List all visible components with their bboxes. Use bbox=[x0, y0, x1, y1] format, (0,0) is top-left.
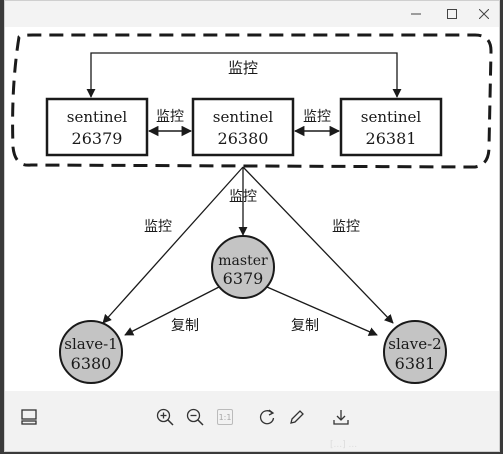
zoom-out-button[interactable] bbox=[183, 405, 207, 429]
edit-icon bbox=[290, 410, 304, 424]
monitor-arrow-slave-2 bbox=[242, 166, 394, 324]
thumbnail-icon bbox=[21, 409, 37, 425]
monitor-slave-1-label: 监控 bbox=[144, 219, 172, 235]
slave-1-node: slave-1 6380 bbox=[59, 320, 123, 384]
minimize-icon bbox=[411, 13, 421, 15]
actual-size-button: 1:1 bbox=[213, 405, 237, 429]
slave-1-name: slave-1 bbox=[64, 335, 117, 353]
sentinel-diagram: 监控 sentinel 26379 sentinel 26380 sentine… bbox=[11, 33, 493, 384]
sentinel-node-26380: sentinel 26380 bbox=[191, 97, 295, 157]
master-port: 6379 bbox=[223, 269, 264, 288]
download-button[interactable] bbox=[329, 405, 353, 429]
sentinel-node-26379: sentinel 26379 bbox=[45, 97, 149, 157]
title-bar bbox=[5, 1, 499, 27]
top-monitor-connector bbox=[86, 52, 402, 98]
image-canvas: 监控 sentinel 26379 sentinel 26380 sentine… bbox=[5, 27, 499, 391]
close-button[interactable] bbox=[467, 1, 501, 27]
image-viewer-window: 监控 sentinel 26379 sentinel 26380 sentine… bbox=[4, 0, 500, 452]
thumbnail-button[interactable] bbox=[17, 405, 41, 429]
sentinel-name: sentinel bbox=[213, 108, 274, 126]
sentinel-group-border bbox=[11, 33, 493, 169]
top-monitor-label: 监控 bbox=[228, 59, 258, 77]
slave-2-name: slave-2 bbox=[388, 335, 441, 353]
minimize-button[interactable] bbox=[399, 1, 433, 27]
replicate-left-label: 复制 bbox=[171, 317, 199, 334]
sentinel-link-right-label: 监控 bbox=[303, 109, 331, 125]
zoom-out-icon bbox=[186, 408, 204, 426]
actual-size-icon: 1:1 bbox=[217, 409, 233, 425]
sentinel-link-left-label: 监控 bbox=[156, 109, 184, 125]
sentinel-port: 26381 bbox=[366, 129, 417, 148]
zoom-in-button[interactable] bbox=[153, 405, 177, 429]
rotate-icon bbox=[259, 409, 275, 425]
slave-2-port: 6381 bbox=[395, 354, 436, 373]
replicate-right-label: 复制 bbox=[291, 317, 319, 334]
replicate-arrow-slave-2 bbox=[266, 286, 378, 336]
master-name: master bbox=[218, 253, 268, 269]
sentinel-name: sentinel bbox=[67, 108, 128, 126]
replicate-arrow-slave-1 bbox=[124, 286, 220, 336]
rotate-button[interactable] bbox=[255, 405, 279, 429]
monitor-master-label: 监控 bbox=[229, 189, 257, 205]
viewer-toolbar: 1:1 bbox=[5, 391, 499, 451]
slave-1-port: 6380 bbox=[71, 354, 112, 373]
monitor-arrow-slave-1 bbox=[102, 166, 244, 324]
background-window-snippet: [...] ... bbox=[330, 440, 358, 450]
download-icon bbox=[333, 410, 349, 425]
sentinel-port: 26379 bbox=[72, 129, 123, 148]
edit-button[interactable] bbox=[285, 405, 309, 429]
sentinel-name: sentinel bbox=[361, 108, 422, 126]
monitor-slave-2-label: 监控 bbox=[332, 219, 360, 235]
sentinel-port: 26380 bbox=[218, 129, 269, 148]
slave-2-node: slave-2 6381 bbox=[383, 320, 447, 384]
sentinel-node-26381: sentinel 26381 bbox=[339, 97, 443, 157]
close-icon bbox=[479, 9, 489, 19]
maximize-button[interactable] bbox=[435, 1, 469, 27]
zoom-in-icon bbox=[156, 408, 174, 426]
master-node: master 6379 bbox=[211, 235, 275, 299]
maximize-icon bbox=[447, 9, 457, 19]
